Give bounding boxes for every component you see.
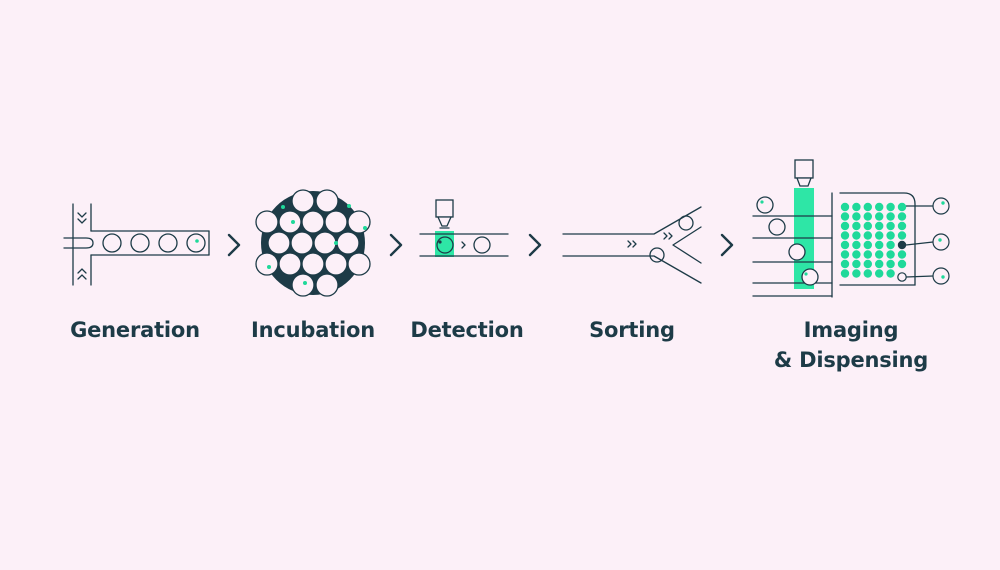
well [863, 240, 872, 250]
well [875, 231, 884, 240]
well [863, 202, 872, 212]
incubation-icon [255, 189, 371, 297]
well [863, 221, 872, 231]
chevron-right-icon [720, 233, 734, 257]
well [875, 221, 884, 231]
well [863, 269, 872, 278]
step-label-detection: Detection [410, 318, 524, 342]
step-label-generation: Generation [70, 318, 200, 342]
well [897, 259, 907, 269]
well [886, 221, 895, 231]
well [852, 212, 861, 221]
well [852, 250, 861, 259]
well [840, 212, 850, 221]
well [840, 269, 850, 278]
well [886, 259, 895, 269]
well [840, 259, 850, 269]
well [897, 212, 907, 221]
well [852, 231, 861, 240]
generation-icon [63, 203, 210, 286]
well [840, 231, 850, 240]
well [886, 212, 895, 221]
step-label-sorting: Sorting [589, 318, 675, 342]
well [897, 250, 907, 259]
well [886, 202, 895, 212]
chevron-right-icon [227, 233, 241, 257]
well [852, 240, 861, 250]
well [897, 221, 907, 231]
well [886, 250, 895, 259]
well [875, 259, 884, 269]
well [863, 250, 872, 259]
well [852, 202, 861, 212]
well [852, 269, 861, 278]
well [852, 259, 861, 269]
well [886, 231, 895, 240]
well [897, 202, 907, 212]
detection-icon [419, 199, 509, 257]
well [875, 212, 884, 221]
sorting-icon [562, 206, 702, 284]
well [852, 221, 861, 231]
well [886, 240, 895, 250]
well [875, 202, 884, 212]
well [897, 231, 907, 240]
well [863, 259, 872, 269]
well [840, 202, 850, 212]
chevron-right-icon [528, 233, 542, 257]
step-label-imaging-dispensing: Imaging & Dispensing [773, 318, 929, 372]
well [886, 269, 895, 278]
well [840, 240, 850, 250]
well [875, 250, 884, 259]
well [863, 212, 872, 221]
step-label-incubation: Incubation [251, 318, 375, 342]
well [840, 221, 850, 231]
well [875, 269, 884, 278]
well [863, 231, 872, 240]
well [875, 240, 884, 250]
chevron-right-icon [389, 233, 403, 257]
well [840, 250, 850, 259]
imaging-dispensing-icon [752, 159, 950, 298]
